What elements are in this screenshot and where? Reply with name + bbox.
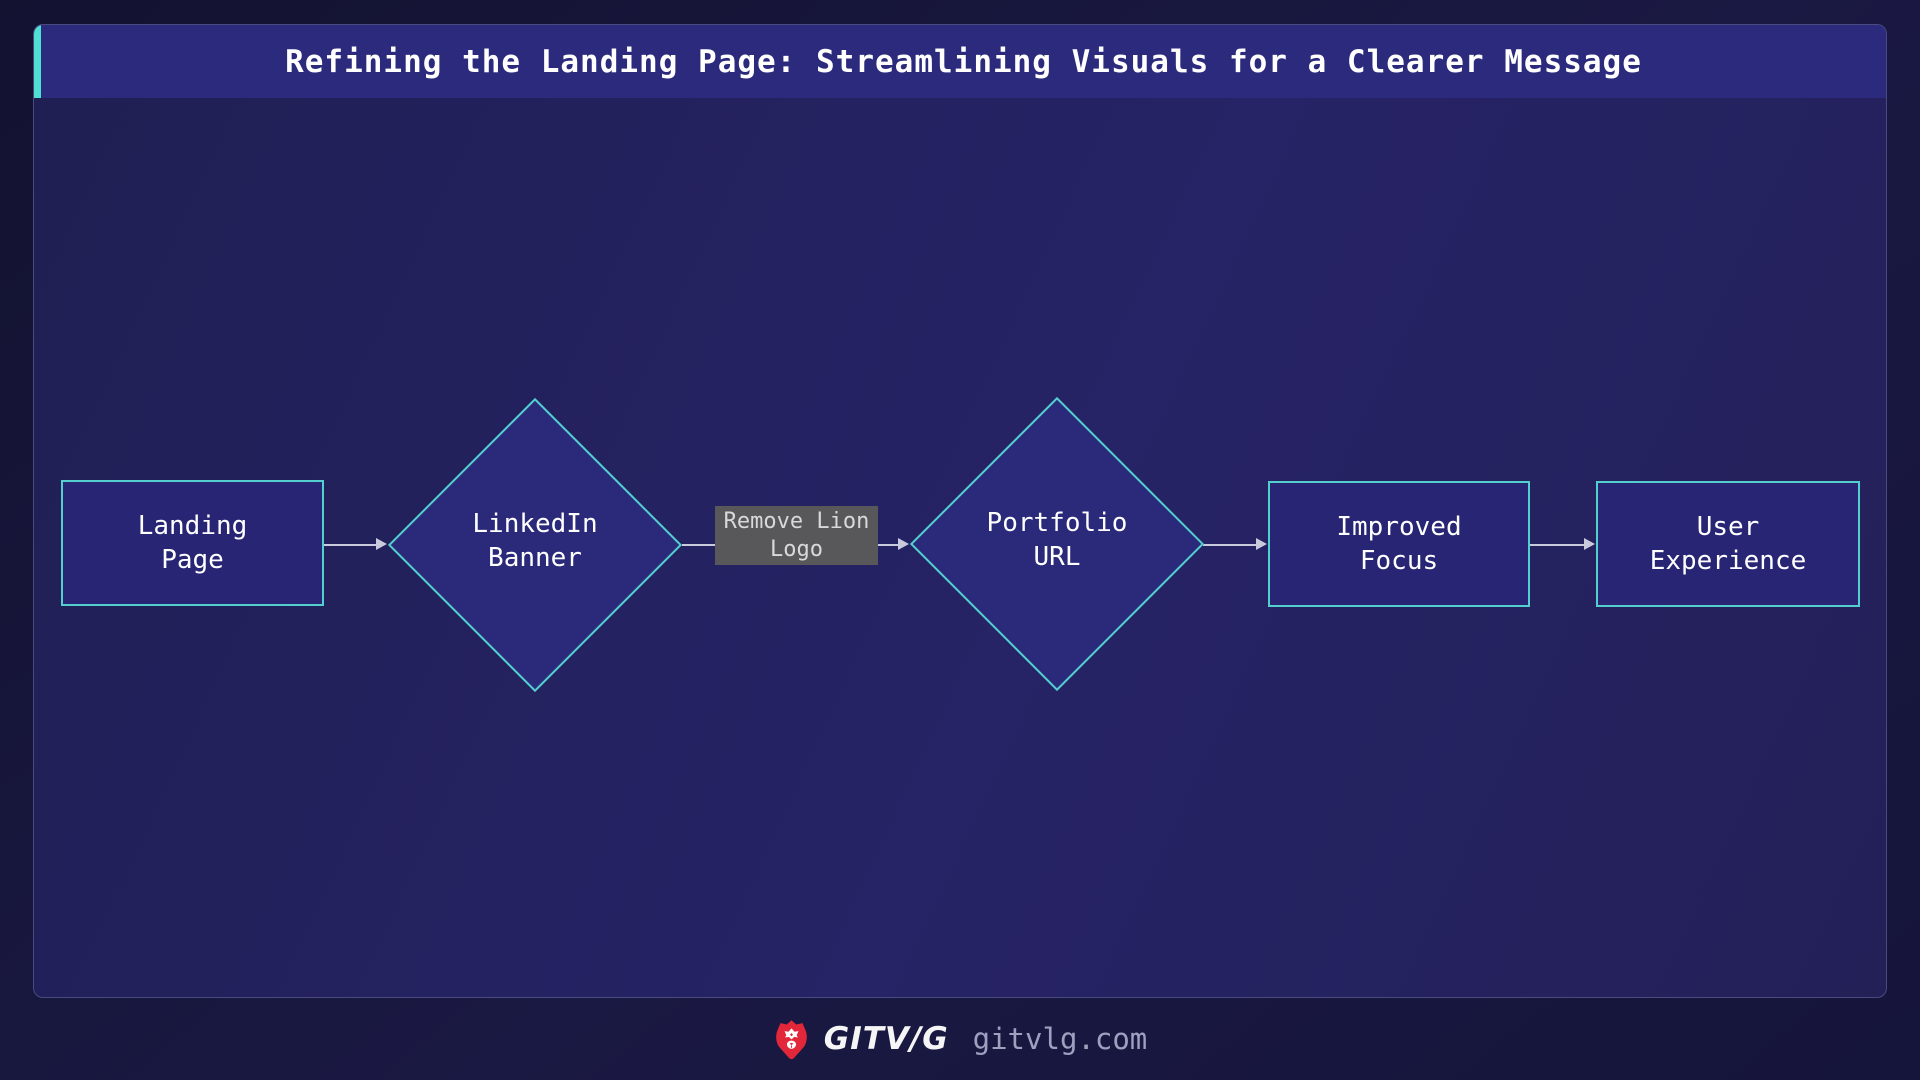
arrowhead-icon [376,538,387,550]
node-improved-focus: Improved Focus [1268,481,1530,607]
arrowhead-icon [1256,538,1267,550]
node-label-line: Focus [1359,546,1439,576]
node-label-line: User [1696,512,1760,542]
node-user-experience: User Experience [1596,481,1860,607]
title-bar: Refining the Landing Page: Streamlining … [34,25,1886,98]
edge-label-line: Remove Lion [723,508,870,534]
arrowhead-icon [1584,538,1595,550]
diagram-panel: Refining the Landing Page: Streamlining … [33,24,1887,998]
node-label-line: Page [161,545,224,575]
node-landing-page: Landing Page [61,480,324,606]
node-portfolio-url-label: Portfolio URL [987,506,1128,574]
footer: GITV/G gitvlg.com [0,998,1920,1080]
node-label-line: Banner [488,543,582,573]
page-title: Refining the Landing Page: Streamlining … [285,43,1642,80]
node-label-line: LinkedIn [472,509,598,539]
node-label-line: Portfolio [986,508,1128,538]
lion-icon [775,1019,807,1059]
edge-label-line: Logo [770,536,823,562]
edge-improved-to-user [1530,544,1584,546]
edge-portfolio-to-improved [1203,544,1256,546]
site-url: gitvlg.com [972,1022,1148,1056]
brand-name: GITV/G [823,1021,949,1057]
node-label-line: URL [1033,542,1081,572]
edge-landing-to-linkedin [324,544,376,546]
node-label-line: Experience [1649,546,1807,576]
edge-label-remove-lion-logo: Remove Lion Logo [715,506,878,565]
node-label-line: Landing [137,511,248,541]
node-linkedin-banner-label: LinkedIn Banner [472,507,597,575]
arrowhead-icon [898,538,909,550]
node-label-line: Improved [1336,512,1462,542]
